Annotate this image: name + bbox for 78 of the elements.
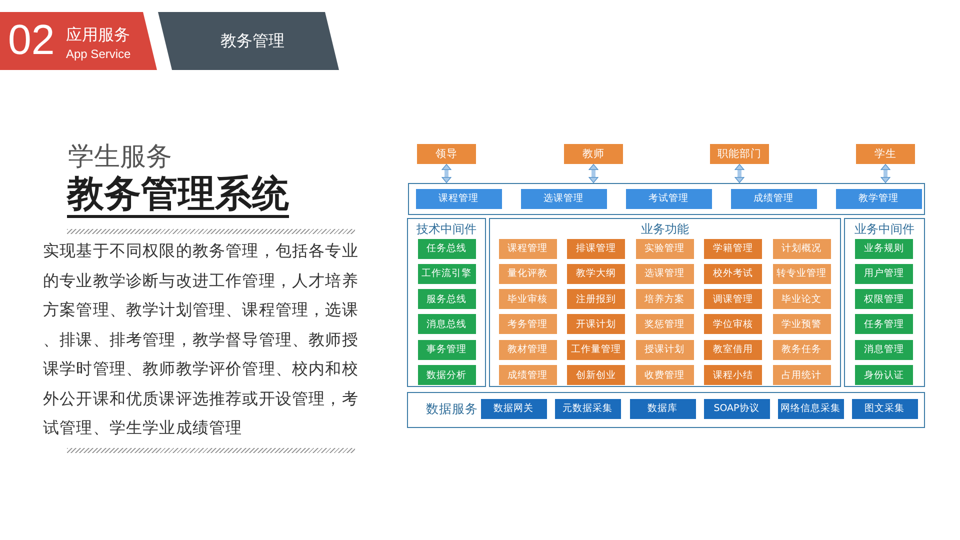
- function-box: 开课计划: [567, 314, 625, 334]
- role-box: 领导: [417, 144, 476, 164]
- section-number: 02: [8, 19, 55, 61]
- module-box: 教学管理: [836, 188, 922, 208]
- service-box: 网络信息采集: [778, 398, 844, 418]
- function-box: 教务任务: [772, 340, 830, 360]
- middleware-box: 业务规则: [855, 238, 913, 258]
- description-text: 实现基于不同权限的教务管理，包括各专业的专业教学诊断与改进工作管理，人才培养方案管理、教学计划管理、课程管理，选课、排课、排考管理，教学督导管理、教师授课学时管理、教师教学评价管理、校内和校外公开课和优质课评选推荐或开设管理，考试管理、学生学业成绩管理: [43, 240, 360, 439]
- panel-frame: [489, 218, 841, 387]
- function-box: 考务管理: [498, 314, 556, 334]
- function-box: 成绩管理: [498, 365, 556, 385]
- function-box: 工作量管理: [567, 340, 625, 360]
- page-title: 教务管理系统: [67, 174, 289, 218]
- service-box: 元数据采集: [554, 398, 620, 418]
- function-box: 调课管理: [704, 289, 762, 310]
- section-banner: [0, 12, 158, 70]
- module-box: 成绩管理: [730, 188, 816, 208]
- function-box: 毕业审核: [498, 289, 556, 310]
- function-box: 排课管理: [567, 238, 625, 258]
- function-box: 毕业论文: [772, 289, 830, 310]
- function-box: 课程管理: [498, 238, 556, 258]
- function-box: 教材管理: [498, 340, 556, 360]
- panel-title: 业务中间件: [854, 222, 914, 236]
- role-box: 职能部门: [710, 144, 769, 164]
- panel-frame: [407, 392, 925, 428]
- double-arrow: [734, 164, 744, 183]
- role-box: 学生: [856, 144, 915, 164]
- function-box: 创新创业: [567, 365, 625, 385]
- function-box: 学位审核: [704, 314, 762, 334]
- module-box: 选课管理: [520, 188, 606, 208]
- function-box: 实验管理: [636, 238, 694, 258]
- middleware-box: 工作流引擎: [418, 264, 476, 284]
- function-box: 培养方案: [636, 289, 694, 310]
- panel-title: 技术中间件: [416, 222, 476, 236]
- panel-frame: [407, 218, 486, 387]
- middleware-box: 任务总线: [418, 238, 476, 258]
- section-title: 应用服务: [66, 26, 130, 44]
- service-box: 图文采集: [852, 398, 918, 418]
- middleware-box: 任务管理: [855, 314, 913, 334]
- service-box: SOAP协议: [704, 398, 770, 418]
- middleware-box: 用户管理: [855, 264, 913, 284]
- panel-frame: [844, 218, 925, 387]
- middleware-box: 消息总线: [418, 314, 476, 334]
- menu-frame: [408, 183, 925, 215]
- function-box: 授课计划: [636, 340, 694, 360]
- role-box: 教师: [564, 144, 623, 164]
- function-box: 教室借用: [704, 340, 762, 360]
- function-box: 收费管理: [636, 365, 694, 385]
- middleware-box: 服务总线: [418, 289, 476, 310]
- section-subtitle: App Service: [66, 48, 131, 62]
- panel-title: 数据服务: [426, 401, 478, 416]
- function-box: 教学大纲: [567, 264, 625, 284]
- middleware-box: 数据分析: [418, 365, 476, 385]
- function-box: 量化评教: [498, 264, 556, 284]
- middleware-box: 消息管理: [855, 340, 913, 360]
- function-box: 转专业管理: [772, 264, 830, 284]
- middleware-box: 事务管理: [418, 340, 476, 360]
- service-box: 数据网关: [480, 398, 546, 418]
- function-box: 占用统计: [772, 365, 830, 385]
- double-arrow: [880, 164, 890, 183]
- function-box: 选课管理: [636, 264, 694, 284]
- double-arrow: [588, 164, 598, 183]
- double-arrow: [442, 164, 452, 183]
- function-box: 校外考试: [704, 264, 762, 284]
- function-box: 计划概况: [772, 238, 830, 258]
- middleware-box: 权限管理: [855, 289, 913, 310]
- middleware-box: 身份认证: [855, 365, 913, 385]
- panel-title: 业务功能: [641, 222, 689, 236]
- service-box: 数据库: [630, 398, 696, 418]
- function-box: 奖惩管理: [636, 314, 694, 334]
- module-box: 课程管理: [416, 188, 502, 208]
- function-box: 注册报到: [567, 289, 625, 310]
- function-box: 学业预警: [772, 314, 830, 334]
- page-subtitle: 学生服务: [68, 142, 172, 174]
- tab-banner: 教务管理: [158, 12, 339, 70]
- function-box: 课程小结: [704, 365, 762, 385]
- function-box: 学籍管理: [704, 238, 762, 258]
- module-box: 考试管理: [626, 188, 712, 208]
